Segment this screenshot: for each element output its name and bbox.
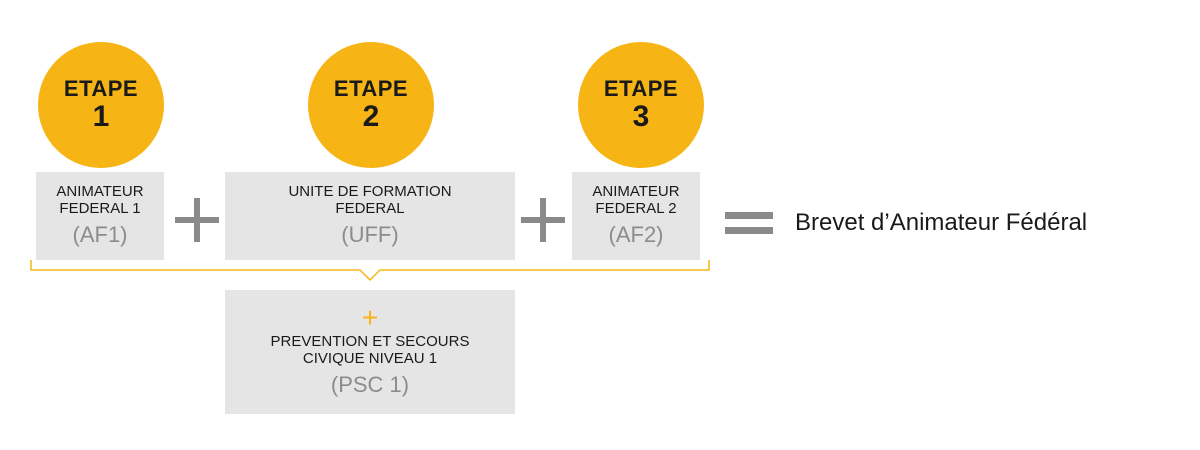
module-af1-title-line2: FEDERAL 1	[59, 200, 141, 217]
module-psc1-box: + PREVENTION ET SECOURS CIVIQUE NIVEAU 1…	[225, 290, 515, 414]
step-3-number: 3	[632, 100, 650, 133]
step-2-circle: ETAPE 2	[308, 42, 434, 168]
step-3-circle: ETAPE 3	[578, 42, 704, 168]
step-1-number: 1	[92, 100, 110, 133]
module-af1-abbr: (AF1)	[72, 222, 128, 247]
module-af1-title-line1: ANIMATEUR	[56, 183, 144, 200]
step-3-label: ETAPE	[603, 76, 679, 101]
bracket-line	[30, 260, 710, 282]
module-uff-abbr: (UFF)	[341, 222, 399, 247]
plus-operator-2	[521, 198, 565, 242]
plus-operator-1	[175, 198, 219, 242]
equals-operator	[725, 208, 773, 238]
module-uff-title-line1: UNITE DE FORMATION	[288, 183, 452, 200]
module-psc1-abbr: (PSC 1)	[330, 372, 410, 397]
psc1-plus-symbol: +	[361, 302, 379, 333]
module-af1-box: ANIMATEUR FEDERAL 1 (AF1)	[36, 172, 164, 260]
step-2-label: ETAPE	[333, 76, 409, 101]
result-label: Brevet d’Animateur Fédéral	[795, 209, 1088, 236]
module-uff-title-line2: FEDERAL	[335, 200, 405, 217]
step-2-number: 2	[362, 100, 380, 133]
module-psc1-title-line1: PREVENTION ET SECOURS	[270, 333, 470, 350]
module-af2-title-line2: FEDERAL 2	[595, 200, 677, 217]
step-1-label: ETAPE	[63, 76, 139, 101]
step-1-circle: ETAPE 1	[38, 42, 164, 168]
module-af2-abbr: (AF2)	[608, 222, 664, 247]
module-uff-box: UNITE DE FORMATION FEDERAL (UFF)	[225, 172, 515, 260]
module-af2-title-line1: ANIMATEUR	[592, 183, 680, 200]
module-af2-box: ANIMATEUR FEDERAL 2 (AF2)	[572, 172, 700, 260]
module-psc1-title-line2: CIVIQUE NIVEAU 1	[302, 350, 438, 367]
